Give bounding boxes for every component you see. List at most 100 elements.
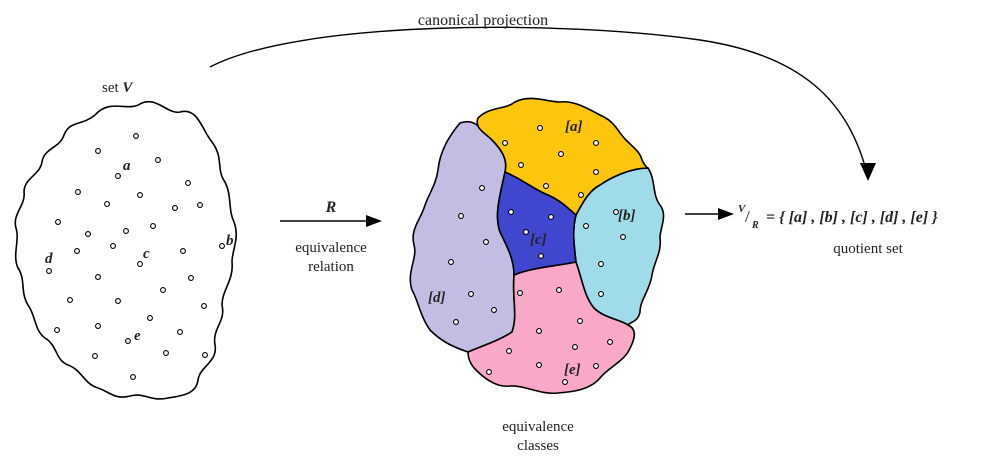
partition-point bbox=[523, 229, 529, 235]
partition-point bbox=[543, 183, 549, 189]
set-v-point bbox=[160, 287, 166, 293]
partition-point bbox=[577, 318, 583, 324]
set-v-point bbox=[67, 297, 73, 303]
set-v-point bbox=[123, 228, 129, 234]
quotient-slash: / bbox=[745, 207, 750, 226]
set-v-point bbox=[133, 133, 139, 139]
partition-point bbox=[502, 140, 508, 146]
set-v-point bbox=[54, 327, 60, 333]
set-v-point bbox=[46, 268, 52, 274]
set-v-point bbox=[115, 298, 121, 304]
set-v-point bbox=[115, 173, 121, 179]
partition-point bbox=[598, 291, 604, 297]
set-v-point bbox=[125, 338, 131, 344]
partition-point bbox=[536, 362, 542, 368]
partition-point bbox=[518, 162, 524, 168]
set-v-point bbox=[104, 201, 110, 207]
relation-label-line2: relation bbox=[308, 259, 354, 275]
partition-point bbox=[558, 151, 564, 157]
partition-point bbox=[578, 192, 584, 198]
partition-point bbox=[620, 234, 626, 240]
partition-point bbox=[583, 223, 589, 229]
partition-point bbox=[562, 379, 568, 385]
element-label-c: c bbox=[143, 246, 150, 262]
set-v-points bbox=[46, 133, 225, 380]
set-v-point bbox=[180, 248, 186, 254]
partition-point bbox=[593, 169, 599, 175]
class-d-region bbox=[409, 121, 516, 353]
element-label-b: b bbox=[226, 233, 234, 249]
set-v-point bbox=[150, 223, 156, 229]
set-v-point bbox=[197, 202, 203, 208]
set-v-point bbox=[219, 243, 225, 249]
relation-arrowhead bbox=[366, 215, 382, 227]
set-v-point bbox=[163, 350, 169, 356]
set-v-point bbox=[137, 261, 143, 267]
partition-point bbox=[508, 209, 514, 215]
quotient-denominator: R bbox=[751, 220, 759, 231]
relation-symbol: R bbox=[325, 199, 337, 216]
set-v-point bbox=[177, 329, 183, 335]
set-v-point bbox=[147, 315, 153, 321]
set-v-blob bbox=[14, 101, 238, 400]
set-v-point bbox=[95, 323, 101, 329]
partition-point bbox=[613, 209, 619, 215]
set-v-point bbox=[85, 231, 91, 237]
class-label-e: [e] bbox=[564, 362, 581, 378]
partition-point bbox=[593, 140, 599, 146]
set-v-label: set V bbox=[102, 80, 134, 96]
canonical-projection-arrow bbox=[209, 26, 869, 179]
partition-point bbox=[448, 259, 454, 265]
partition-point bbox=[556, 287, 562, 293]
set-v-point bbox=[155, 157, 161, 163]
partition-point bbox=[458, 213, 464, 219]
quotient-arrowhead bbox=[718, 208, 734, 220]
partition-point bbox=[607, 339, 613, 345]
canonical-projection-label: canonical projection bbox=[418, 12, 548, 29]
class-label-a: [a] bbox=[565, 119, 583, 135]
quotient-set-caption: quotient set bbox=[833, 241, 903, 257]
partition-point bbox=[536, 328, 542, 334]
partition-point bbox=[572, 344, 578, 350]
partition-point bbox=[548, 214, 554, 220]
canonical-projection-arrowhead bbox=[860, 163, 876, 181]
partition-point bbox=[517, 290, 523, 296]
class-a-region bbox=[476, 97, 649, 216]
classes-label-line1: equivalence bbox=[502, 419, 574, 435]
set-v-point bbox=[130, 374, 136, 380]
set-v-point bbox=[92, 353, 98, 359]
element-label-e: e bbox=[134, 328, 141, 344]
set-v-point bbox=[188, 275, 194, 281]
set-v-point bbox=[201, 303, 207, 309]
element-label-d: d bbox=[45, 251, 53, 267]
quotient-formula: V / R = { [a] , [b] , [c] , [d] , [e] } bbox=[738, 203, 938, 231]
set-v-point bbox=[110, 243, 116, 249]
quotient-numerator: V bbox=[738, 203, 747, 215]
relation-label-line1: equivalence bbox=[295, 240, 367, 256]
partition-point bbox=[598, 261, 604, 267]
partition-points bbox=[448, 125, 626, 385]
set-v-point bbox=[185, 180, 191, 186]
set-v-point bbox=[137, 192, 143, 198]
set-v-point bbox=[202, 352, 208, 358]
partition-point bbox=[483, 239, 489, 245]
set-v-point bbox=[55, 219, 61, 225]
partition-point bbox=[491, 307, 497, 313]
set-v-point bbox=[95, 148, 101, 154]
set-v-point bbox=[74, 248, 80, 254]
partition-point bbox=[486, 369, 492, 375]
class-label-b: [b] bbox=[618, 208, 636, 224]
partition-point bbox=[506, 348, 512, 354]
partition-point bbox=[468, 291, 474, 297]
set-v-point bbox=[95, 274, 101, 280]
partition-point bbox=[538, 253, 544, 259]
quotient-rhs: = { [a] , [b] , [c] , [d] , [e] } bbox=[766, 209, 938, 226]
class-label-d: [d] bbox=[428, 290, 446, 306]
class-label-c: [c] bbox=[530, 232, 547, 248]
set-v-point bbox=[172, 205, 178, 211]
partition-point bbox=[537, 125, 543, 131]
partition-point bbox=[479, 185, 485, 191]
classes-label-line2: classes bbox=[517, 438, 559, 454]
